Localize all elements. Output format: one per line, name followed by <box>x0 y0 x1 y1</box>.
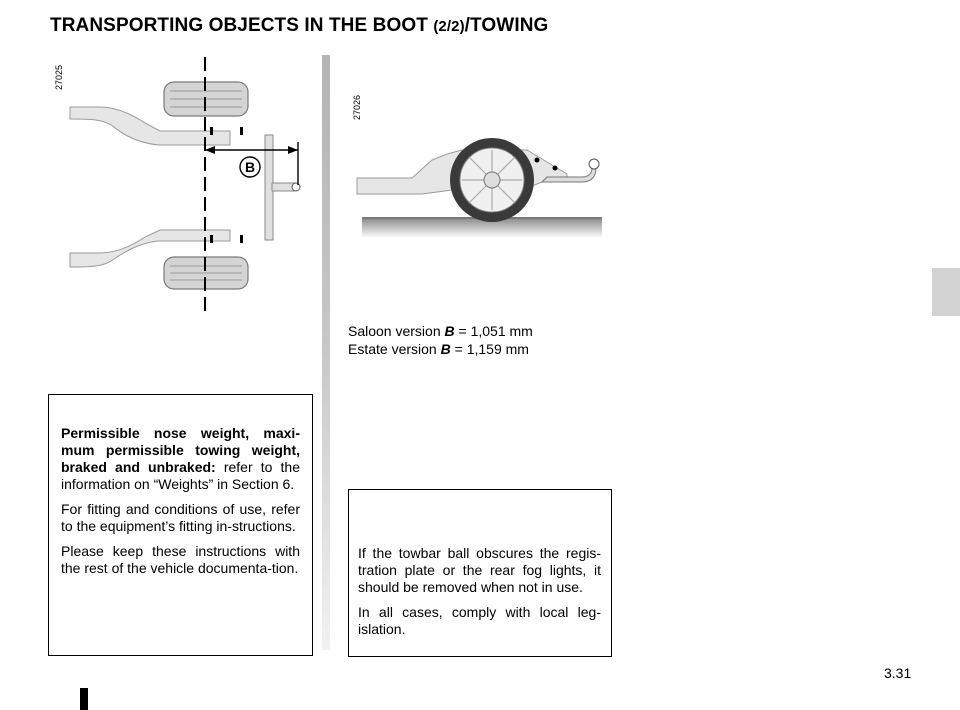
footer-marker <box>80 688 88 710</box>
weights-note-box: Permissible nose weight, maxi-mum permis… <box>48 394 313 656</box>
documentation-paragraph: Please keep these instructions with the … <box>61 543 300 576</box>
section-tab <box>932 268 960 316</box>
dimension-label: B <box>245 159 255 175</box>
towbar-ball-note-box: If the towbar ball obscures the regis-tr… <box>348 489 612 657</box>
figure2-towbar-side-view <box>356 138 602 238</box>
page-number: 3.31 <box>884 665 912 681</box>
title-end: /TOWING <box>464 15 549 36</box>
title-main: TRANSPORTING OBJECTS IN THE BOOT <box>50 15 434 36</box>
legislation-paragraph: In all cases, comply with local leg-isla… <box>358 604 601 637</box>
column-divider <box>322 55 330 650</box>
version-dimensions: Saloon version B = 1,051 mm Estate versi… <box>348 322 533 358</box>
weights-paragraph: Permissible nose weight, maxi-mum permis… <box>61 425 300 492</box>
figure1-towbar-top-view: B <box>69 57 301 311</box>
towbar-ball-paragraph: If the towbar ball obscures the regis-tr… <box>358 545 601 595</box>
spec-estate: Estate version B = 1,159 mm <box>348 341 529 357</box>
figure2-code: 27026 <box>352 94 362 120</box>
title-page-count: (2/2) <box>433 18 465 35</box>
spec-saloon: Saloon version B = 1,051 mm <box>348 323 533 339</box>
page-title: TRANSPORTING OBJECTS IN THE BOOT (2/2)/T… <box>50 15 548 37</box>
fitting-paragraph: For fitting and conditions of use, refer… <box>61 501 300 534</box>
